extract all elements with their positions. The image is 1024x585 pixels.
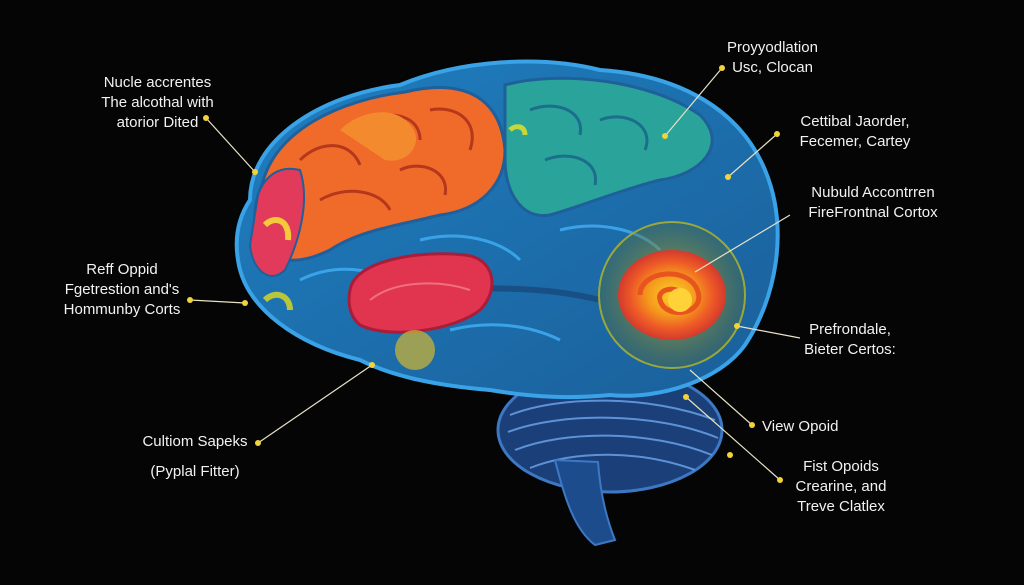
label-line: Reff Oppid — [86, 261, 158, 278]
leader-dot — [777, 477, 783, 483]
label-line: View Opoid — [762, 418, 839, 435]
highlight-region — [598, 221, 746, 369]
label-fist: Fist Opoids Crearine, and Treve Clatlex — [776, 457, 906, 517]
label-cultiom: Cultiom Sapeks (Pyplal Fitter) — [120, 432, 270, 482]
leader-dot — [719, 65, 725, 71]
leader-line-cettibal — [727, 133, 778, 178]
label-line: Bieter Certos: — [804, 341, 896, 358]
leader-dots — [187, 65, 783, 483]
label-line: Crearine, and — [795, 478, 887, 495]
leader-line-fist — [685, 396, 781, 481]
label-line: Fist Opoids — [803, 458, 879, 475]
leader-dot — [369, 362, 375, 368]
label-line: Proyyodlation — [727, 39, 818, 56]
leader-dot — [774, 131, 780, 137]
leader-dot — [255, 440, 261, 446]
cerebellum — [496, 366, 724, 547]
label-line: atorior Dited — [116, 114, 199, 131]
label-line: Cettibal Jaorder, — [800, 113, 910, 130]
label-prefrondale: Prefrondale, Bieter Certos: — [790, 320, 910, 360]
leader-dot — [734, 323, 740, 329]
leader-dot — [725, 174, 731, 180]
leader-line-view — [689, 369, 753, 426]
leader-dot — [662, 133, 668, 139]
label-line: Cultiom Sapeks — [142, 433, 248, 450]
label-cettibal: Cettibal Jaorder, Fecemer, Cartey — [770, 112, 940, 152]
label-line: Treve Clatlex — [797, 498, 885, 515]
leader-line-cultiom — [257, 364, 373, 444]
leader-line-proyyodiation — [664, 67, 723, 137]
label-line: Nubuld Accontrren — [811, 184, 935, 201]
amygdala-region — [347, 252, 494, 370]
label-line: Fgetrestion and's — [64, 281, 180, 298]
label-line: FireFrontnal Cortox — [808, 204, 938, 221]
label-nucleus: Nucle accrentes The alcothal with atorio… — [70, 73, 245, 133]
leader-lines — [189, 67, 801, 481]
leader-line-nucleus — [205, 117, 256, 173]
leader-dot — [727, 452, 733, 458]
leader-dot — [242, 300, 248, 306]
label-nubuld: Nubuld Accontrren FireFrontnal Cortox — [788, 183, 958, 223]
label-line: (Pyplal Fitter) — [150, 463, 240, 480]
leader-dot — [203, 115, 209, 121]
leader-line-reff — [189, 299, 246, 304]
leader-dot — [187, 297, 193, 303]
label-proyyodiation: Proyyodlation Usc, Clocan — [700, 38, 845, 78]
label-line: Nucle accrentes — [103, 74, 212, 91]
label-reff: Reff Oppid Fgetrestion and's Hommunby Co… — [42, 260, 202, 320]
label-line: Usc, Clocan — [732, 59, 813, 76]
label-line: Fecemer, Cartey — [799, 133, 911, 150]
label-line: The alcothal with — [101, 94, 214, 111]
label-line: Hommunby Corts — [63, 301, 181, 318]
leader-dot — [252, 169, 258, 175]
leader-line-prefrondale — [736, 325, 801, 339]
leader-dot — [749, 422, 755, 428]
label-line: Prefrondale, — [809, 321, 891, 338]
leader-line-nubuld — [694, 214, 791, 273]
leader-dot — [683, 394, 689, 400]
label-view: View Opoid — [762, 417, 882, 437]
